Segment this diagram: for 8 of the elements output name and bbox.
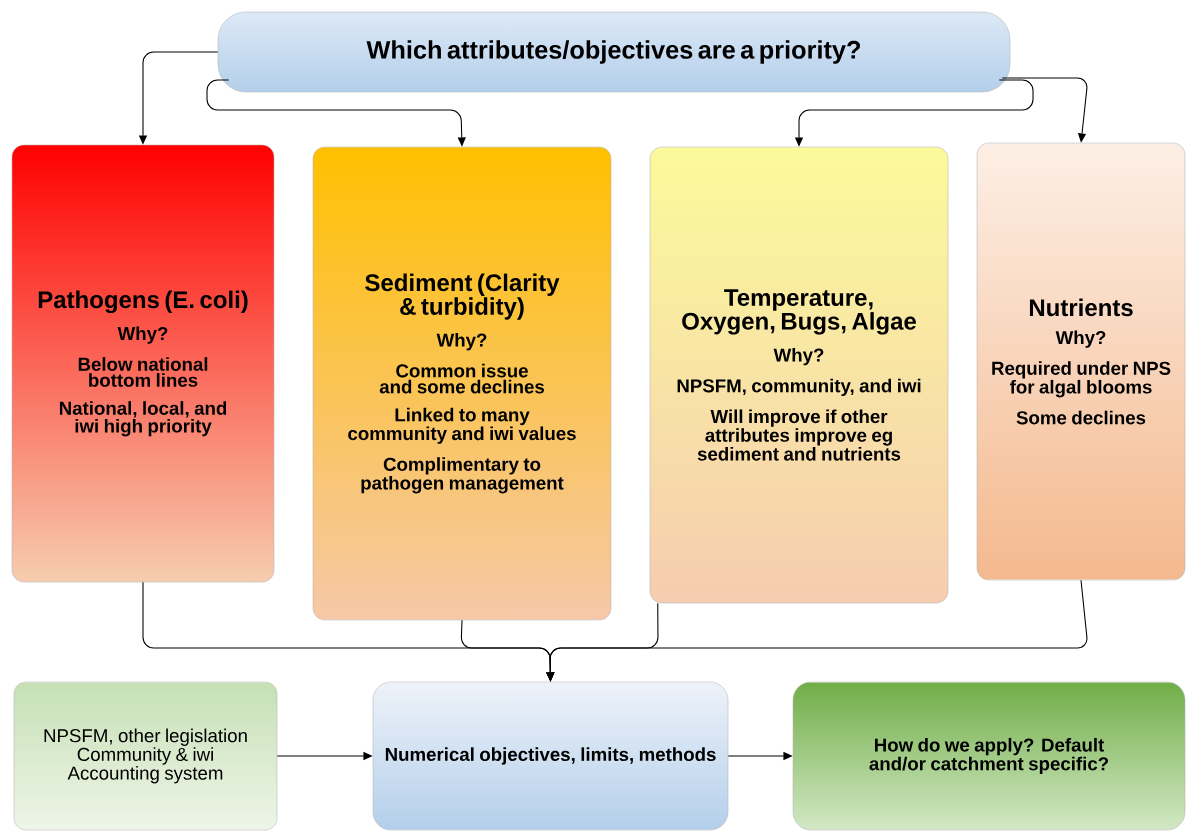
process-box: Numerical objectives, limits, methods — [372, 681, 729, 831]
process-box: Sediment (Clarity & turbidity) Why? Common issue and some declines Linked to many community and iwi values Complimentary to pathogen management — [312, 146, 612, 621]
process-box: Which attributes/objectives are a priority? — [217, 11, 1011, 93]
process-box: Nutrients Why? Required under NPS for algal blooms Some declines — [976, 142, 1186, 581]
process-box: How do we apply? Default and/or catchment specific? — [792, 681, 1186, 831]
process-box: Temperature, Oxygen, Bugs, Algae Why? NPSFM, community, and iwi Will improve if other attributes improve eg sediment and nutrients — [649, 146, 949, 604]
process-box: NPSFM, other legislation Community & iwi Accounting system — [13, 681, 278, 831]
process-box: Pathogens (E. coli) Why? Below national bottom lines National, local, and iwi high priority — [11, 144, 275, 583]
